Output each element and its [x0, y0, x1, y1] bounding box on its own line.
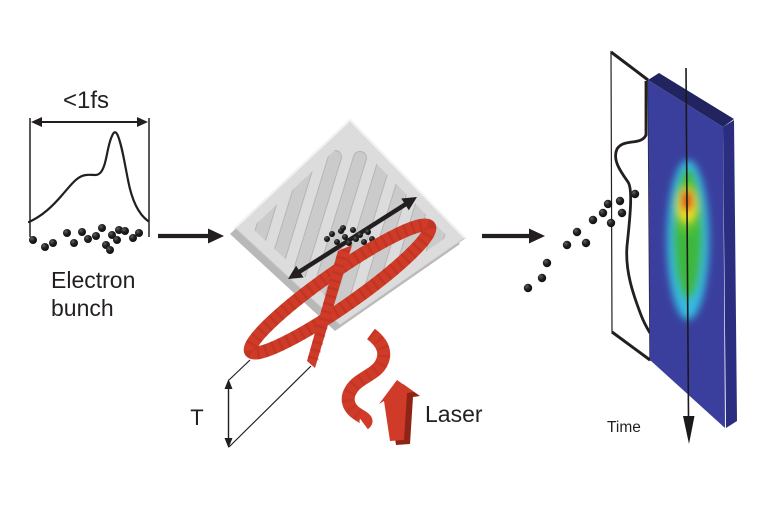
time-axis-arrow-icon — [683, 67, 695, 444]
electron-bunch-panel: <1fs Electron bunch — [27, 87, 150, 321]
temporal-profile-curve — [614, 81, 652, 334]
electron-bunch-caption-line2: bunch — [51, 295, 114, 321]
electron-bunch-caption-line1: Electron — [51, 267, 135, 293]
electron-dots-grating — [324, 225, 375, 246]
screen-bottom-edge — [611, 330, 651, 362]
laser-ribbon-loop — [243, 218, 437, 360]
grating-bevel — [234, 118, 466, 239]
electron-dots-left — [29, 224, 143, 254]
electron-dots-right — [523, 189, 640, 293]
period-annotation: T — [190, 359, 312, 448]
detector-right-face — [723, 120, 737, 428]
grating-span-arrow-icon — [288, 197, 417, 279]
detector-top-face — [648, 73, 734, 127]
period-arrow-icon — [224, 379, 233, 448]
laser-label: Laser — [425, 401, 483, 427]
laser-ribbon-strand — [306, 245, 352, 368]
period-guide-line-top — [228, 359, 251, 381]
laser-arrow-icon — [379, 380, 420, 445]
detector-assembly: Time — [523, 50, 737, 444]
period-label: T — [190, 405, 203, 430]
flow-arrow-left-icon — [158, 228, 224, 244]
flow-arrow-right-icon — [482, 228, 545, 244]
laser-ribbon-wave — [341, 328, 391, 430]
duration-arrow-icon — [31, 117, 148, 127]
bunch-duration-label: <1fs — [63, 87, 109, 114]
screen-top-edge — [610, 50, 649, 82]
bunch-profile-curve — [27, 131, 150, 224]
time-label: Time — [607, 419, 641, 436]
period-guide-line-bottom — [228, 365, 312, 448]
